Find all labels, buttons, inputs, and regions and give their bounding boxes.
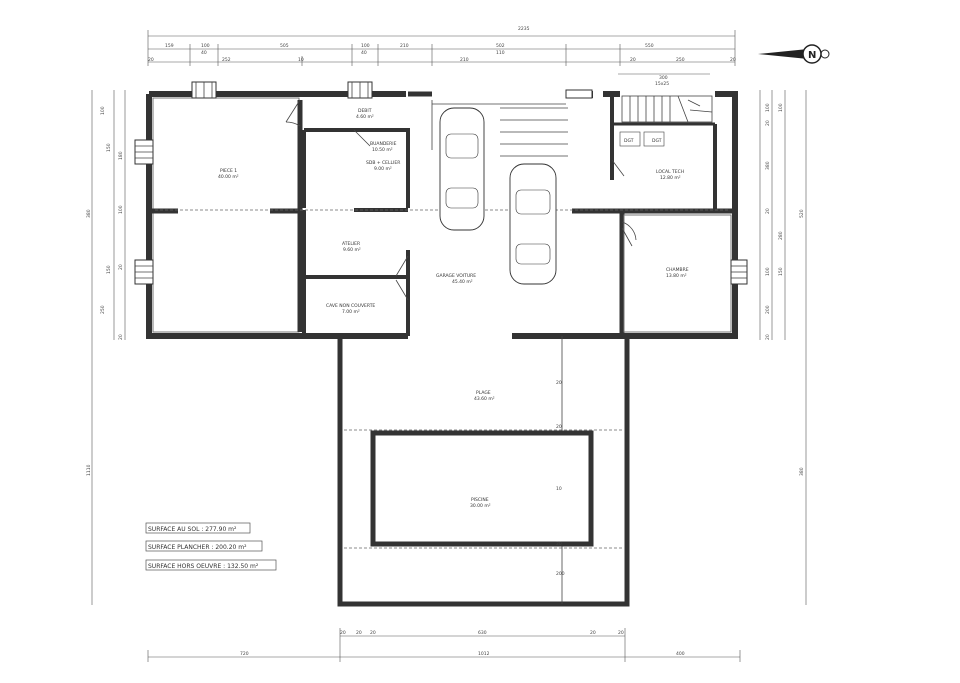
dim-left-8: 20 (118, 334, 124, 340)
dim-bottom-r2-1: 720 (240, 651, 249, 657)
dim-top-r2-1: 20 (148, 57, 154, 63)
dim-top-4: 100 (361, 43, 370, 49)
dim-right-6: 280 (778, 231, 784, 240)
room-labels: DEBIT 4.60 m² BUANDERIE 10.50 m² SDB + C… (218, 108, 689, 509)
room-cellier-name: SDB + CELLIER (366, 160, 400, 166)
dim-bottom-6: 20 (618, 630, 624, 636)
dim-right-11: 520 (799, 209, 805, 218)
dim-left-3: 180 (118, 151, 124, 160)
room-garage-area: 45.40 m² (452, 279, 473, 285)
dim-top-r2-2: 252 (222, 57, 231, 63)
room-piece1-area: 40.00 m² (218, 174, 239, 180)
dim-top-2b: 40 (361, 50, 367, 56)
dim-top-2: 100 (201, 43, 210, 49)
dim-left-9: 20 (118, 264, 124, 270)
dim-right-3: 20 (765, 120, 771, 126)
room-piece1-name: PIECE 1 (220, 168, 237, 174)
dim-right-9: 200 (765, 305, 771, 314)
dim-top-1b: 40 (201, 50, 207, 56)
dim-top-7: 550 (645, 43, 654, 49)
dim-bottom-3: 20 (370, 630, 376, 636)
dim-top-r2-7: 20 (730, 57, 736, 63)
dim-bottom-r2-2: 1012 (478, 651, 490, 657)
dim-bottom-2: 20 (356, 630, 362, 636)
room-buanderie-area: 10.50 m² (372, 147, 393, 153)
dim-stair-2: 15x25 (655, 81, 669, 87)
room-chambre-area: 13.80 m² (666, 273, 687, 279)
dim-left-2: 150 (106, 143, 112, 152)
dim-top-1: 159 (165, 43, 174, 49)
room-piscine-area: 30.00 m² (470, 503, 491, 509)
pool (370, 430, 594, 547)
dim-left-1: 100 (100, 106, 106, 115)
pool-dim-3: 10 (556, 486, 562, 492)
room-dgt2-name: DGT (652, 138, 662, 144)
dim-top-5: 210 (400, 43, 409, 49)
pool-dim-4: 20 (556, 541, 562, 547)
north-arrow-icon: N (758, 44, 830, 64)
house-walls (146, 91, 738, 339)
dim-bottom-1: 20 (340, 630, 346, 636)
dim-top-r2-6: 250 (676, 57, 685, 63)
room-plage-area: 43.60 m² (474, 396, 495, 402)
room-buanderie-name: BUANDERIE (370, 141, 397, 147)
legend-surface-hors-oeuvre: SURFACE HORS OEUVRE : 132.50 m² (148, 563, 259, 570)
dim-stair-1: 300 (659, 75, 668, 81)
dim-right-10: 20 (765, 334, 771, 340)
room-local-area: 12.80 m² (660, 175, 681, 181)
room-local-name: LOCAL TECH (656, 169, 684, 175)
dim-bottom-r2-3: 400 (676, 651, 685, 657)
top-dimension-lines (147, 30, 736, 75)
car-1-icon (439, 107, 485, 231)
dim-top-6: 502 (496, 43, 505, 49)
dim-left-10: 1110 (86, 464, 92, 476)
dim-left-6: 150 (106, 265, 112, 274)
dim-top-3: 505 (280, 43, 289, 49)
dim-right-2: 100 (778, 103, 784, 112)
pool-dim-2: 20 (556, 424, 562, 430)
dim-bottom-5: 20 (590, 630, 596, 636)
legend-surface-sol: SURFACE AU SOL : 277.90 m² (148, 526, 237, 533)
dim-top-3b: 110 (496, 50, 505, 56)
room-garage-name: GARAGE VOITURE (436, 273, 476, 279)
room-atelier-area: 9.60 m² (343, 247, 361, 253)
room-cave-area: 7.00 m² (342, 309, 360, 315)
dim-right-5: 20 (765, 208, 771, 214)
surface-legend: SURFACE AU SOL : 277.90 m² SURFACE PLANC… (145, 522, 277, 571)
dim-total: 2235 (518, 26, 530, 32)
dim-top-r2-4: 210 (460, 57, 469, 63)
room-debit-name: DEBIT (358, 108, 372, 114)
room-dgt-name: DGT (624, 138, 634, 144)
bottom-dimension-lines (147, 628, 741, 662)
dim-top-r2-5: 20 (630, 57, 636, 63)
room-chambre-name: CHAMBRE (666, 267, 689, 273)
room-cellier-area: 9.00 m² (374, 166, 392, 172)
windows (134, 81, 748, 285)
room-debit-area: 4.60 m² (356, 114, 374, 120)
dim-bottom-4: 630 (478, 630, 487, 636)
dim-right-1: 100 (765, 103, 771, 112)
north-letter: N (808, 50, 816, 61)
room-plage-name: PLAGE (476, 390, 491, 396)
doors (285, 99, 637, 301)
room-piscine-name: PISCINE (471, 497, 489, 503)
pool-dim-5: 200 (556, 571, 565, 577)
right-dimension-lines (759, 90, 807, 605)
dim-right-7: 100 (765, 267, 771, 276)
dim-right-8: 150 (778, 267, 784, 276)
dim-right-12: 380 (799, 467, 805, 476)
dim-right-4: 380 (765, 161, 771, 170)
pool-dim-1: 20 (556, 380, 562, 386)
dim-left-5: 100 (118, 205, 124, 214)
dim-left-7: 250 (100, 305, 106, 314)
left-dimension-lines (91, 90, 126, 605)
dim-top-r2-3: 10 (298, 57, 304, 63)
legend-surface-plancher: SURFACE PLANCHER : 200.20 m² (148, 544, 247, 551)
car-2-icon (509, 163, 557, 285)
stairs (619, 95, 713, 147)
room-atelier-name: ATELIER (342, 241, 360, 247)
room-cave-name: CAVE NON COUVERTE (326, 303, 375, 309)
dim-left-4: 380 (86, 209, 92, 218)
